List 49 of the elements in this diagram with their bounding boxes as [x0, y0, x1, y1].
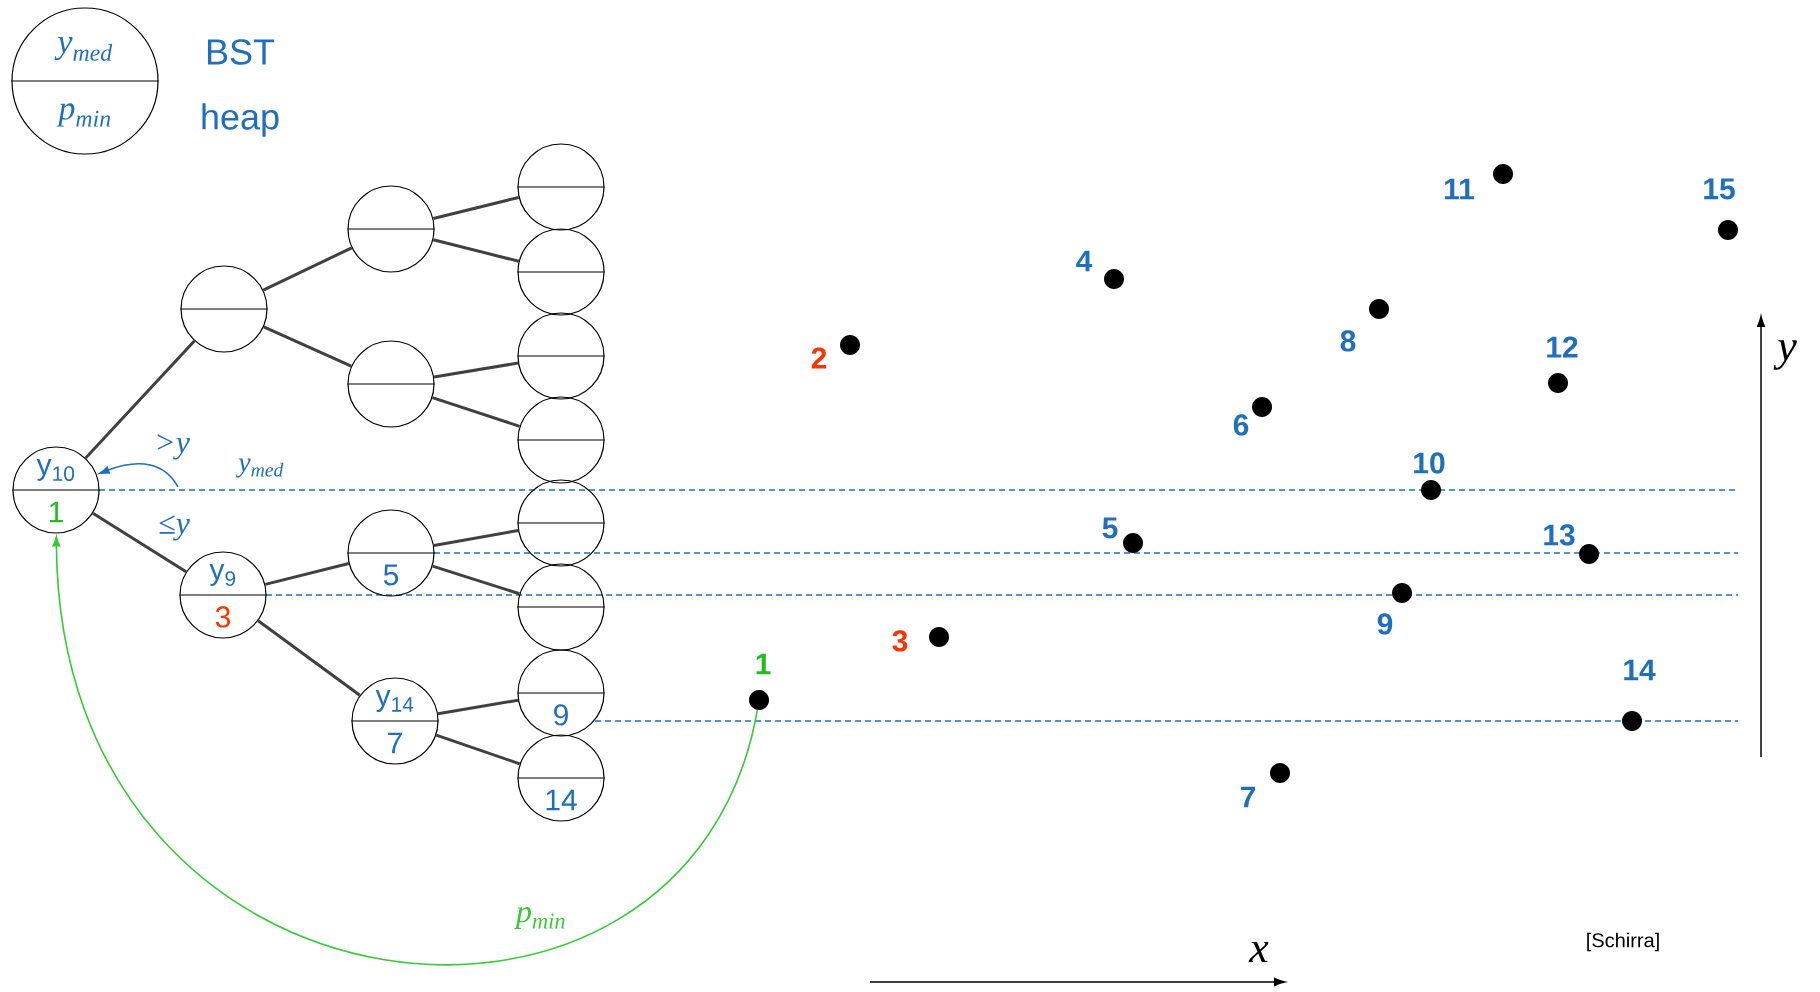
legend-text: BST	[207, 39, 275, 65]
tree-edge	[263, 325, 352, 368]
tree-edge	[433, 529, 519, 547]
tree-node-circle	[516, 312, 606, 400]
relation-label: >y	[157, 434, 190, 460]
tree-node-circle	[346, 340, 436, 428]
tree-edge	[264, 562, 350, 586]
point-label: 15	[1704, 178, 1735, 200]
tree-edge	[433, 196, 520, 220]
tree-node-circle	[516, 479, 606, 567]
tree-edge	[433, 361, 519, 379]
point-label: 14	[1624, 659, 1656, 681]
tree-node-circle	[179, 265, 269, 353]
tree-edge	[435, 733, 521, 766]
tree-edge	[432, 564, 520, 596]
legend-text: heap	[202, 103, 279, 137]
axis-label: x	[1248, 941, 1269, 963]
point-label: 7	[1240, 786, 1256, 808]
point-label: 10	[1414, 452, 1445, 474]
tree-node-circle	[516, 396, 606, 484]
point-label: 11	[1445, 178, 1475, 200]
point-label: 13	[1544, 524, 1575, 546]
point-label: 8	[1340, 330, 1356, 352]
tree-edge	[431, 396, 521, 428]
point-label: 1	[756, 653, 771, 675]
tree-node-circle	[346, 185, 436, 273]
tree-edge	[257, 619, 361, 697]
tree-node-circle	[516, 228, 606, 316]
point-label: 3	[892, 630, 908, 652]
citation: [Schirra]	[1587, 932, 1659, 952]
point-label: 6	[1233, 414, 1249, 436]
point-label: 5	[1102, 517, 1118, 539]
tree-edge	[84, 339, 196, 460]
curved-arrow	[99, 462, 179, 488]
tree-edge	[437, 698, 519, 716]
tree-edge	[262, 246, 353, 292]
tree-node-circle	[516, 563, 606, 651]
point-label: 12	[1547, 336, 1578, 358]
curved-arrow	[52, 536, 759, 966]
point-label: 4	[1076, 250, 1093, 272]
relation-label: ≤y	[159, 515, 190, 541]
tree-edge	[432, 238, 520, 263]
point-label: 9	[1377, 613, 1393, 635]
axis-label: y	[1773, 340, 1797, 370]
point-label: 2	[811, 347, 827, 369]
tree-edge	[92, 511, 187, 574]
edge-label: p$_{min}$	[514, 906, 568, 930]
median-label: y$_{med}$	[235, 458, 284, 478]
tree-node-circle	[516, 143, 606, 231]
